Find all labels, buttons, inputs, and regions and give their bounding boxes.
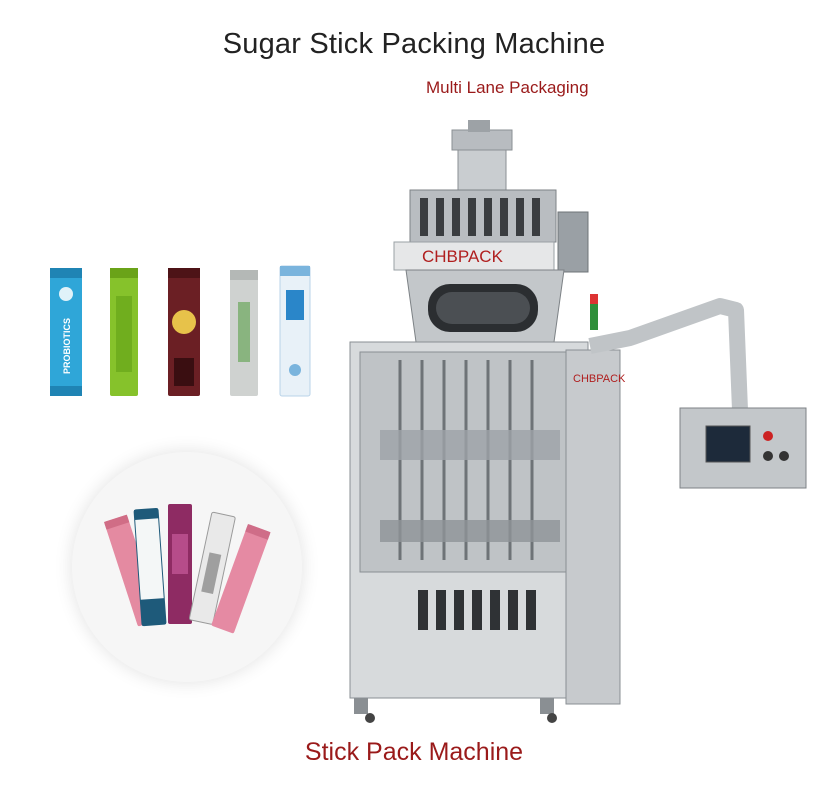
sachet-blue: PROBIOTICS (50, 268, 82, 396)
circle-sachet-white (189, 511, 236, 625)
circle-sachets (104, 504, 271, 634)
machine-brand-top: CHBPACK (422, 247, 504, 266)
page-subtitle: Multi Lane Packaging (426, 78, 589, 97)
circle-sachet-purple (168, 504, 192, 624)
machine-brand-side: CHBPACK (573, 373, 626, 385)
sachet-green (110, 268, 138, 396)
sample-sachets-row: PROBIOTICS (50, 265, 311, 397)
sachet-coffee (168, 268, 200, 396)
sachet-white-blue (279, 265, 311, 397)
sachet-silver (230, 270, 258, 396)
sachet-label: PROBIOTICS (62, 318, 72, 374)
stick-pack-machine: CHBPACK CHBPACK (349, 120, 807, 723)
image-caption: Stick Pack Machine (304, 738, 524, 766)
circle-sachet-pink-2 (211, 524, 271, 634)
page-title: Sugar Stick Packing Machine (222, 28, 606, 60)
circle-sachet-teal (133, 507, 167, 627)
